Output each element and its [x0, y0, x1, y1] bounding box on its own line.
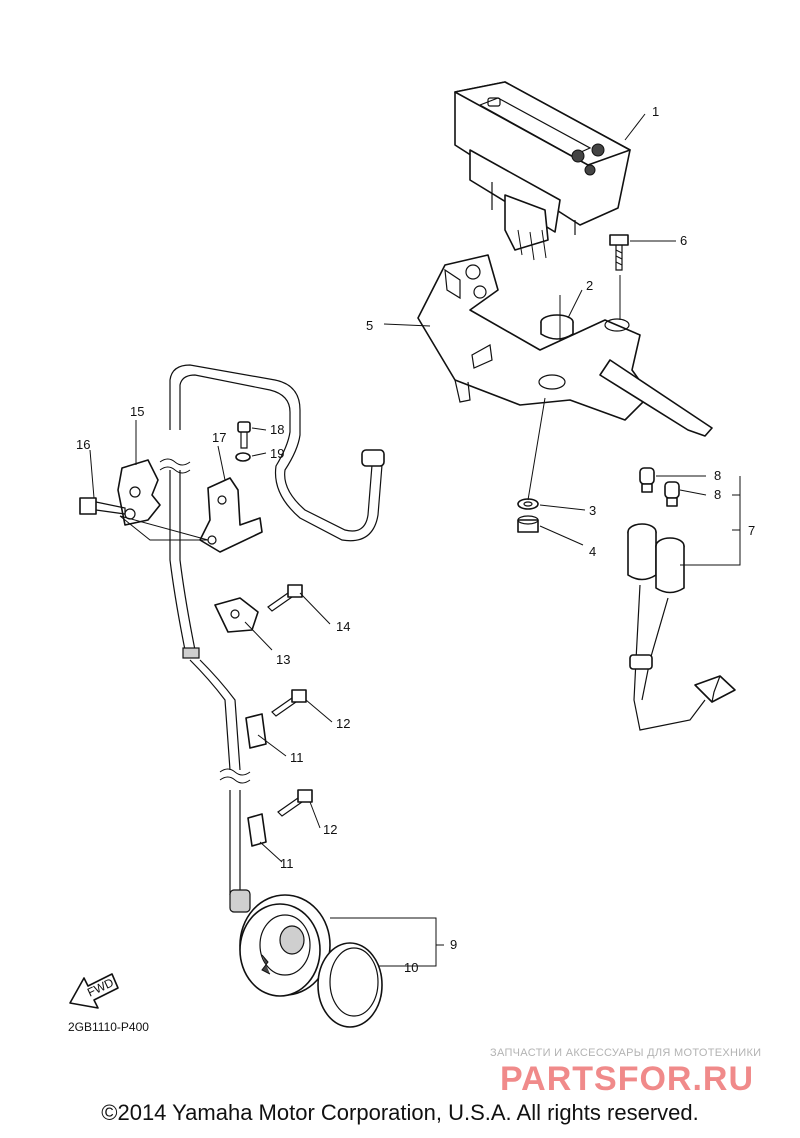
seal-part-10 — [317, 942, 383, 1028]
watermark-tagline: ЗАПЧАСТИ И АКСЕССУАРЫ ДЛЯ МОТОТЕХНИКИ — [490, 1047, 761, 1059]
bolt-part-16 — [79, 497, 126, 515]
bulb-part-8-lower — [664, 481, 680, 507]
washer-part-19 — [235, 452, 251, 462]
label-part-7: 7 — [748, 523, 755, 538]
bracket-part-15 — [117, 459, 161, 526]
bracket-part-17 — [199, 477, 263, 553]
label-part-18: 18 — [270, 422, 284, 437]
speedometer-cable — [159, 364, 385, 895]
clamp-part-11-lower — [247, 813, 267, 847]
label-part-15: 15 — [130, 404, 144, 419]
forward-arrow: FWD — [69, 973, 119, 1009]
label-part-16: 16 — [76, 437, 90, 452]
part-number-labels: 1 2 3 4 5 6 7 8 8 9 10 11 11 12 12 13 14… — [76, 104, 755, 975]
label-part-10: 10 — [404, 960, 418, 975]
bolt-part-18 — [237, 421, 251, 449]
speedometer-gear-part-9 — [229, 889, 331, 997]
label-part-12-upper: 12 — [336, 716, 350, 731]
label-part-14: 14 — [336, 619, 350, 634]
label-part-1: 1 — [652, 104, 659, 119]
meter-assembly — [454, 81, 631, 261]
screw-part-12-upper — [271, 689, 307, 717]
watermark-brand: PARTSFOR.RU — [500, 1060, 754, 1098]
part-code: 2GB1110-P400 — [68, 1020, 149, 1034]
label-part-8-upper: 8 — [714, 468, 721, 483]
label-part-3: 3 — [589, 503, 596, 518]
label-part-6: 6 — [680, 233, 687, 248]
label-part-2: 2 — [586, 278, 593, 293]
label-part-11-upper: 11 — [290, 750, 304, 765]
label-part-9: 9 — [450, 937, 457, 952]
copyright-notice: ©2014 Yamaha Motor Corporation, U.S.A. A… — [101, 1100, 699, 1125]
label-part-13: 13 — [276, 652, 290, 667]
label-part-17: 17 — [212, 430, 226, 445]
socket-part-7 — [627, 523, 736, 731]
screw-part-14 — [267, 584, 303, 612]
washer-part-3 — [517, 498, 539, 510]
leader-lines — [89, 113, 741, 967]
label-part-12-lower: 12 — [323, 822, 337, 837]
screw-part-12-lower — [277, 789, 313, 817]
grommet-part-2 — [540, 314, 574, 340]
label-part-5: 5 — [366, 318, 373, 333]
label-part-11-lower: 11 — [280, 856, 294, 871]
nut-part-4 — [517, 515, 539, 533]
label-part-4: 4 — [589, 544, 596, 559]
label-part-8-lower: 8 — [714, 487, 721, 502]
clamp-part-11-upper — [245, 713, 267, 749]
clamp-part-13 — [214, 597, 259, 633]
label-part-19: 19 — [270, 446, 284, 461]
bulb-part-8-upper — [639, 467, 655, 493]
bracket-part-5 — [417, 254, 713, 437]
bolt-part-6 — [609, 234, 629, 271]
